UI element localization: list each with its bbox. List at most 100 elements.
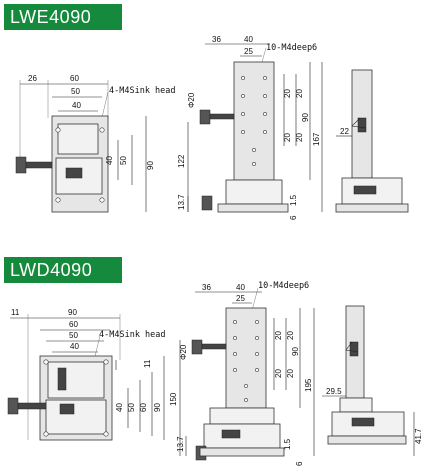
mount-hole [43, 431, 49, 437]
tap-hole [241, 94, 245, 98]
tap-hole [233, 336, 237, 340]
base-plate [199, 447, 285, 457]
dim-label: 50 [127, 403, 136, 412]
dim-label: 90 [68, 308, 77, 317]
tap-hole [263, 130, 267, 134]
dim-label: 40 [105, 156, 114, 165]
lwd-side-view: 36 40 25 10-M4deep6 Φ20 [169, 281, 315, 466]
note-deep-holes: 10-M4deep6 [266, 43, 317, 53]
dim-label: 40 [115, 403, 124, 412]
mount-hole [55, 127, 61, 133]
dim-label: 20 [283, 89, 292, 98]
mount-hole [99, 127, 105, 133]
spindle [209, 113, 235, 120]
spindle [25, 161, 53, 169]
dim-label: 20 [286, 369, 295, 378]
tap-hole [244, 398, 248, 402]
dim-label: 90 [301, 113, 310, 122]
dim-label: 25 [244, 47, 253, 56]
dim-label: 26 [28, 74, 37, 83]
knob-icon [199, 109, 211, 125]
mount-hole [103, 359, 109, 365]
top-table [47, 361, 105, 399]
upper-base-block [339, 397, 373, 413]
dim-label: 122 [177, 154, 186, 168]
spindle [17, 402, 47, 410]
tap-hole [263, 112, 267, 116]
note-deep-holes: 10-M4deep6 [258, 281, 309, 291]
upper-base-block [209, 407, 275, 425]
dim-label: 90 [291, 347, 300, 356]
tap-hole [255, 336, 259, 340]
dim-label: 20 [274, 369, 283, 378]
dim-label: 13.7 [177, 194, 186, 210]
clamp-block [351, 417, 375, 427]
base-block [225, 179, 283, 205]
dim-label: 22 [340, 127, 349, 136]
tap-hole [252, 162, 256, 166]
dim-label: 36 [212, 35, 221, 44]
dim-label: 50 [119, 156, 128, 165]
lwe-end-view: 22 [335, 69, 409, 213]
dim-label: 60 [139, 403, 148, 412]
tap-hole [241, 76, 245, 80]
phi-label: Φ20 [187, 92, 196, 108]
mount-hole [99, 197, 105, 203]
dim-label: 25 [236, 294, 245, 303]
note-sink-head: 4-M4Sink head [109, 86, 176, 96]
top-table [57, 123, 99, 155]
dim-label: 60 [70, 74, 79, 83]
dim-label: 6 [295, 461, 304, 466]
dim-label: 41.7 [414, 428, 423, 444]
dovetail-slide [45, 399, 107, 435]
lower-base-block [203, 423, 281, 449]
base-plate [217, 203, 289, 213]
dim-label: 1.5 [283, 438, 292, 450]
dim-label: 29.5 [326, 387, 342, 396]
tap-hole [233, 320, 237, 324]
tap-hole [244, 384, 248, 388]
clamp-block [65, 167, 83, 179]
clamp-block [357, 117, 367, 133]
phi-label: Φ20 [179, 344, 188, 360]
lwd-end-view: 29.5 41.7 [322, 305, 423, 456]
tap-hole [255, 368, 259, 372]
dim-label: 20 [286, 331, 295, 340]
vertical-plate [225, 307, 267, 409]
mount-hole [55, 197, 61, 203]
note-sink-head: 4-M4Sink head [99, 330, 166, 340]
lwd-front-view: 11 90 60 50 40 4-M4Sink head 11 40 [7, 308, 166, 441]
tap-hole [241, 112, 245, 116]
spindle [201, 343, 227, 350]
clamp-block [59, 403, 75, 415]
dim-label: 40 [72, 101, 81, 110]
knob-icon [15, 156, 27, 174]
dim-label: 167 [312, 132, 321, 146]
mount-hole [103, 431, 109, 437]
dim-label: 6 [289, 215, 298, 220]
dim-label: 20 [283, 133, 292, 142]
clamp-block [221, 429, 241, 439]
dim-label: 50 [71, 87, 80, 96]
dim-label: 20 [274, 331, 283, 340]
knob-icon [191, 339, 203, 355]
tap-hole [255, 320, 259, 324]
dim-label: 195 [304, 378, 313, 392]
tap-hole [233, 368, 237, 372]
clamp-block [353, 185, 377, 195]
dim-label: 36 [202, 283, 211, 292]
dim-label: 50 [69, 331, 78, 340]
tap-hole [252, 148, 256, 152]
tap-hole [255, 352, 259, 356]
base-plate [327, 435, 407, 445]
vertical-plate [233, 61, 275, 181]
dim-label: 40 [70, 342, 79, 351]
knob-icon [7, 397, 19, 415]
dim-label: 1.5 [289, 194, 298, 206]
lwe-side-view: 36 40 25 10-M4deep6 Φ20 [177, 35, 323, 220]
model-tag-lwe4090: LWE4090 [4, 4, 122, 30]
dim-label: 60 [69, 320, 78, 329]
dim-label: 11 [11, 308, 20, 317]
